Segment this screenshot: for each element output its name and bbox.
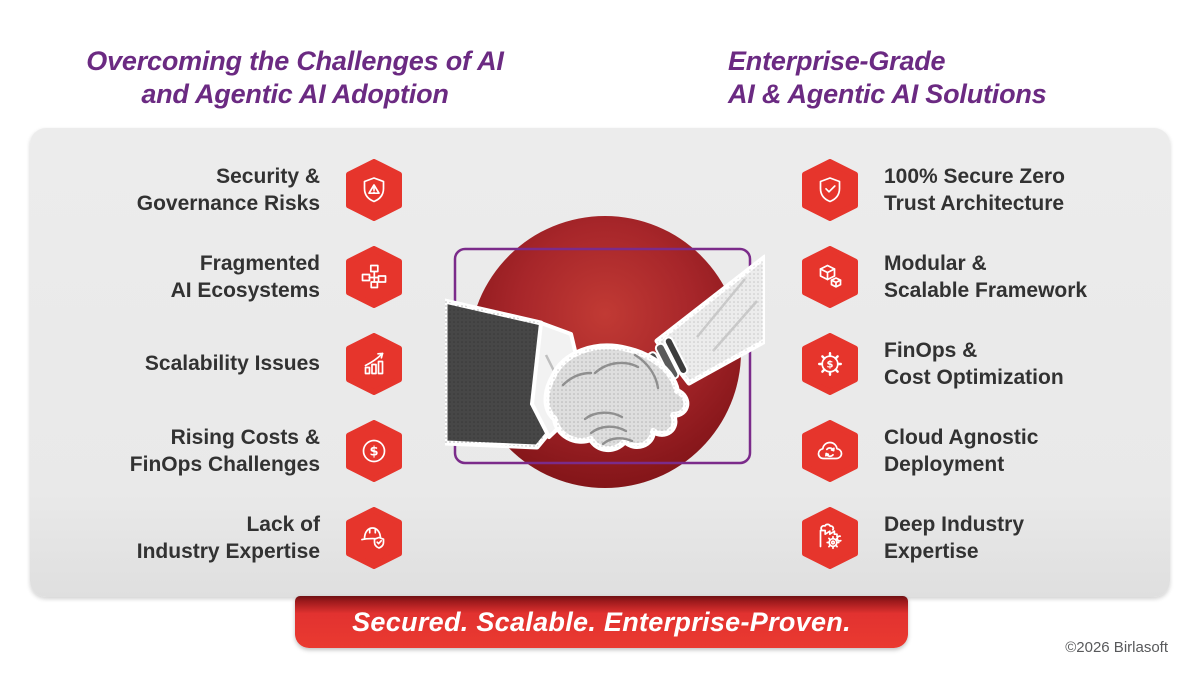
challenge-label: Rising Costs & FinOps Challenges <box>129 425 320 476</box>
cloud-sync-icon <box>802 419 858 482</box>
solution-label: Cloud Agnostic Deployment <box>884 425 1039 476</box>
bottom-banner: Secured. Scalable. Enterprise-Proven. <box>295 596 908 648</box>
left-header: Overcoming the Challenges of AI and Agen… <box>60 45 530 111</box>
challenge-label: Scalability Issues <box>144 352 320 375</box>
list-item: $ FinOps & Cost Optimization <box>802 320 1170 407</box>
list-item: Rising Costs & FinOps Challenges $ <box>30 407 402 494</box>
solution-label: Modular & Scalable Framework <box>884 251 1088 302</box>
svg-text:$: $ <box>369 444 378 459</box>
list-item: Cloud Agnostic Deployment <box>802 407 1170 494</box>
list-item: Security & Governance Risks <box>30 146 402 233</box>
solution-label: FinOps & Cost Optimization <box>884 338 1064 389</box>
challenges-list: Security & Governance Risks Fragmented A… <box>30 146 402 581</box>
solutions-list: 100% Secure Zero Trust Architecture Modu… <box>802 146 1170 581</box>
solution-label: 100% Secure Zero Trust Architecture <box>884 164 1065 215</box>
hardhat-shield-icon <box>346 506 402 569</box>
list-item: Lack of Industry Expertise <box>30 494 402 581</box>
list-item: Fragmented AI Ecosystems <box>30 233 402 320</box>
right-header-line1: Enterprise-Grade <box>728 46 946 76</box>
challenge-label: Security & Governance Risks <box>136 164 320 215</box>
svg-text:$: $ <box>827 359 834 370</box>
right-header-line2: AI & Agentic AI Solutions <box>728 79 1047 109</box>
list-item: Scalability Issues <box>30 320 402 407</box>
shield-check-icon <box>802 158 858 221</box>
solution-label: Deep Industry Expertise <box>884 512 1025 563</box>
dollar-coin-icon: $ <box>346 419 402 482</box>
shield-alert-icon <box>346 158 402 221</box>
challenge-label: Fragmented AI Ecosystems <box>170 251 320 302</box>
gear-dollar-icon: $ <box>802 332 858 395</box>
robot-arm <box>646 254 765 386</box>
right-header: Enterprise-Grade AI & Agentic AI Solutio… <box>728 45 1047 111</box>
list-item: Modular & Scalable Framework <box>802 233 1170 320</box>
fragmented-blocks-icon <box>346 245 402 308</box>
factory-gears-icon <box>802 506 858 569</box>
clasped-hands <box>543 343 690 452</box>
copyright-text: ©2026 Birlasoft <box>1065 639 1168 656</box>
modular-cubes-icon <box>802 245 858 308</box>
growth-chart-icon <box>346 332 402 395</box>
left-header-line2: of AI and Agentic AI Adoption <box>141 46 504 109</box>
list-item: 100% Secure Zero Trust Architecture <box>802 146 1170 233</box>
banner-label: Secured. Scalable. Enterprise-Proven. <box>352 606 851 637</box>
human-robot-handshake-image <box>445 216 765 488</box>
challenge-label: Lack of Industry Expertise <box>136 512 320 563</box>
left-header-line1: Overcoming the Challenges <box>86 46 439 76</box>
list-item: Deep Industry Expertise <box>802 494 1170 581</box>
